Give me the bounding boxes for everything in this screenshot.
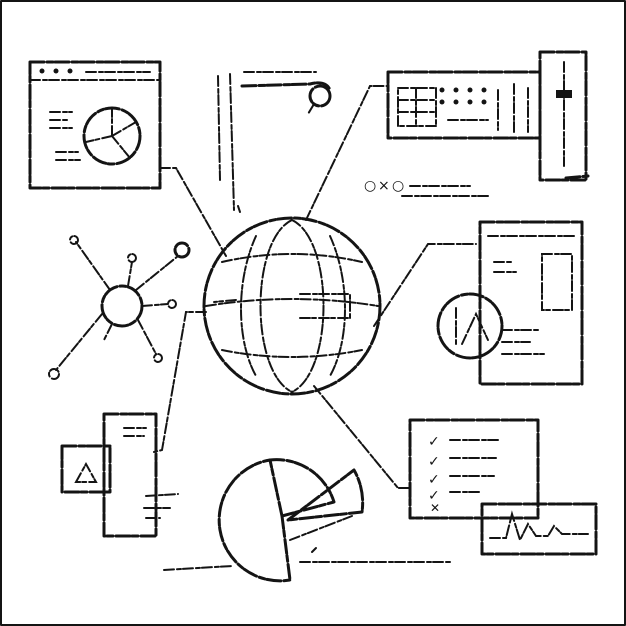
toolbar-sketch: ○ × ○ — [364, 178, 491, 197]
toolbar-symbol-3: ○ — [392, 178, 404, 194]
check-icon: ✓ — [428, 488, 440, 504]
waveform-icon — [489, 510, 589, 543]
connector-to-hub — [213, 299, 237, 303]
window-dot-icon — [67, 68, 73, 74]
slider-panel — [538, 50, 588, 182]
browser-window-sketch — [28, 60, 162, 190]
pie-slice-exploded — [286, 468, 365, 522]
check-icon: ✓ — [428, 434, 440, 450]
waveform-monitor-sketch — [480, 502, 598, 556]
warning-card — [60, 444, 112, 494]
check-icon: ✓ — [428, 454, 440, 470]
indicator-dots — [439, 87, 487, 105]
window-dot-icon — [53, 68, 59, 74]
lamp-sketch — [217, 71, 332, 213]
connector-lines — [153, 85, 477, 489]
connector-to-dashboard — [305, 85, 389, 221]
connector-to-mobile — [153, 311, 207, 453]
text-lines — [49, 111, 81, 161]
warning-triangle-icon — [74, 461, 98, 483]
pie-chart-icon — [82, 106, 142, 166]
slider-knob-icon — [556, 90, 572, 98]
control-panel-sketch — [386, 50, 590, 182]
line-chart-icon — [436, 292, 504, 360]
globe-icon — [202, 216, 382, 396]
report-page-sketch — [436, 220, 584, 386]
toolbar-symbol-2: × — [378, 178, 390, 194]
checklist-sketch: ✓ ✓ ✓ ✓ ✕ — [408, 418, 540, 520]
report-image-placeholder — [541, 253, 573, 311]
device-sketch — [60, 412, 179, 538]
connector-to-report — [373, 243, 477, 327]
pie-chart-sketch — [163, 458, 451, 583]
base-line — [163, 565, 233, 571]
window-dot-icon — [39, 68, 45, 74]
toolbar-symbol-1: ○ — [364, 178, 376, 194]
connector-to-checklist — [313, 385, 411, 489]
connector-to-browser — [159, 167, 227, 257]
check-icon: ✓ — [428, 472, 440, 488]
cross-icon: ✕ — [430, 501, 440, 515]
network-hub-icon — [48, 235, 191, 380]
